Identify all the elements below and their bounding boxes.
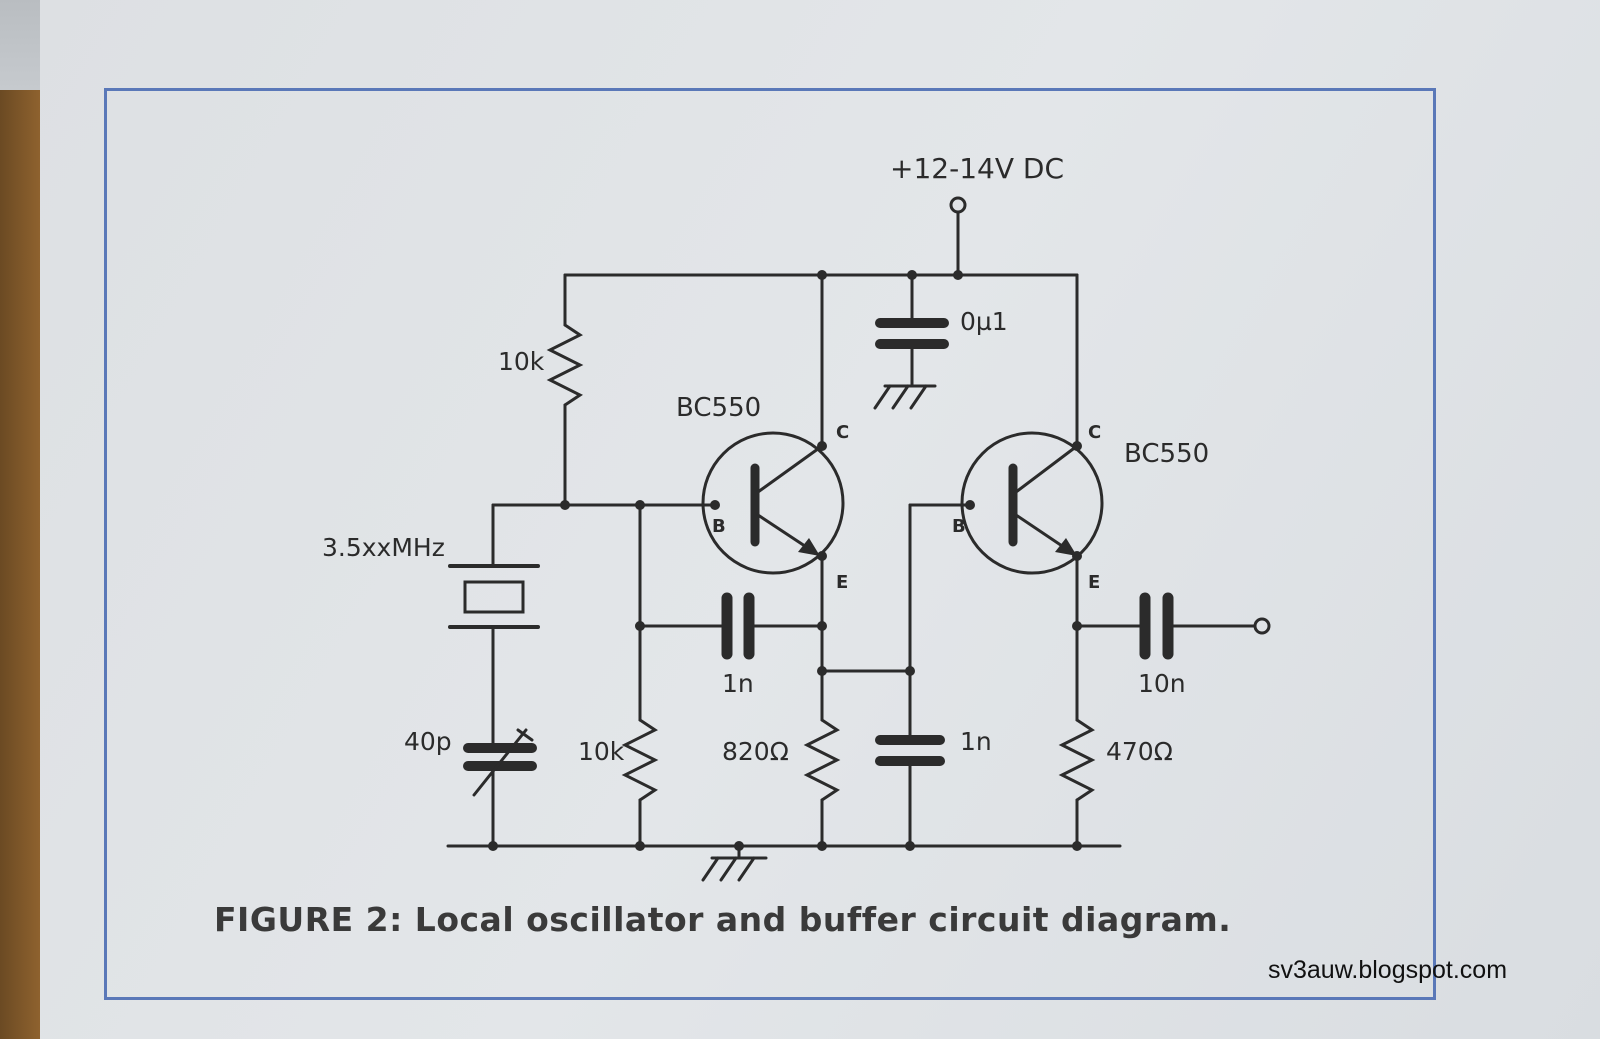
paper-page <box>40 0 1600 1039</box>
label-cap-decouple: 0µ1 <box>960 307 1008 336</box>
junction-dot <box>1072 621 1082 631</box>
resistor-10k-bottom <box>621 718 659 802</box>
gnd-bot-h3 <box>737 856 756 882</box>
junction-dot <box>635 841 645 851</box>
junction-dot <box>817 270 827 280</box>
q1-label: BC550 <box>676 393 761 423</box>
supply-label: +12-14V DC <box>890 152 1064 185</box>
q1-pin-c: C <box>836 422 849 443</box>
label-crystal: 3.5xxMHz <box>322 533 445 562</box>
label-trimmer: 40p <box>404 727 452 756</box>
junction-dot <box>817 441 827 451</box>
trimmer-arrow <box>472 728 528 797</box>
resistor-470 <box>1058 718 1096 802</box>
figure-frame <box>104 88 1436 1000</box>
junction-dot <box>635 621 645 631</box>
resistor-10k-top <box>546 323 584 407</box>
q2-pin-c: C <box>1088 422 1101 443</box>
watermark-text: sv3auw.blogspot.com <box>1268 956 1508 984</box>
q1-collector-lead <box>756 444 824 494</box>
junction-dot <box>817 621 827 631</box>
junction-dot <box>635 500 645 510</box>
junction-dots <box>488 270 1082 851</box>
q2-label: BC550 <box>1124 439 1209 469</box>
q2-pin-b: B <box>952 516 966 537</box>
trimmer-arrow-tip <box>516 728 534 742</box>
label-cap-output: 10n <box>1138 669 1186 698</box>
junction-dot <box>817 841 827 851</box>
q1-envelope <box>701 431 845 575</box>
junction-dot <box>817 551 827 561</box>
junction-dot <box>965 500 975 510</box>
q2-envelope <box>960 431 1104 575</box>
label-r-bias-top: 10k <box>498 347 545 376</box>
label-cap-feedback: 1n <box>722 669 754 698</box>
gnd-bot-h1 <box>701 856 720 882</box>
gnd-top-h3 <box>909 384 928 410</box>
q1-pin-b: B <box>712 516 726 537</box>
label-r-emitter2: 470Ω <box>1106 737 1173 766</box>
junction-dot <box>905 666 915 676</box>
junction-dot <box>907 270 917 280</box>
junction-dot <box>710 500 720 510</box>
junction-dot <box>905 841 915 851</box>
junction-dot <box>1072 841 1082 851</box>
q1-emitter-arrow <box>798 538 820 556</box>
label-r-emitter1: 820Ω <box>722 737 789 766</box>
junction-dot <box>560 500 570 510</box>
label-r-bias-bottom: 10k <box>578 737 625 766</box>
q2-emitter-arrow <box>1055 538 1077 556</box>
junction-dot <box>488 841 498 851</box>
gnd-top-h1 <box>873 384 892 410</box>
junction-dot <box>817 666 827 676</box>
q2-collector-lead <box>1014 444 1079 494</box>
output-terminal <box>1253 617 1271 635</box>
gnd-top-h2 <box>891 384 910 410</box>
q2-pin-e: E <box>1088 572 1100 593</box>
gnd-bot-h2 <box>719 856 738 882</box>
figure-caption: FIGURE 2: Local oscillator and buffer ci… <box>214 900 1232 939</box>
q1-pin-e: E <box>836 572 848 593</box>
label-cap-shunt: 1n <box>960 727 992 756</box>
crystal-body <box>463 580 525 614</box>
supply-terminal <box>949 196 967 214</box>
junction-dot <box>734 841 744 851</box>
junction-dot <box>1072 441 1082 451</box>
resistor-820 <box>803 718 841 802</box>
junction-dot <box>1072 551 1082 561</box>
junction-dot <box>953 270 963 280</box>
